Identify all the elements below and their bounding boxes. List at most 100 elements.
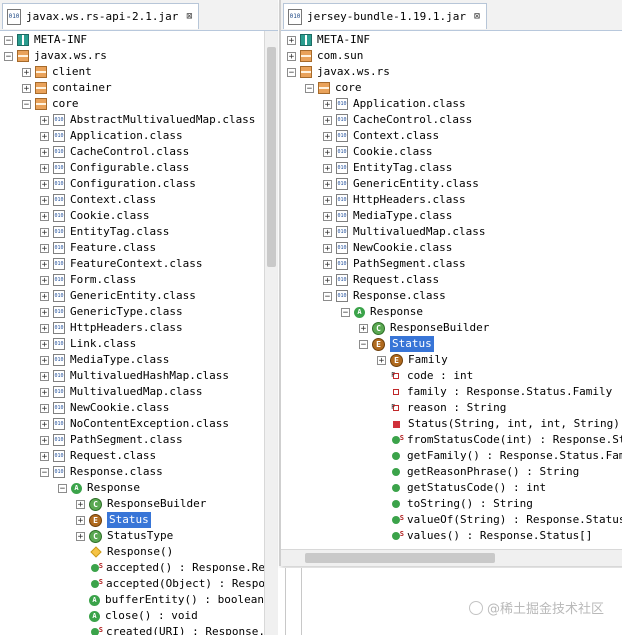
- scroll-thumb[interactable]: [305, 553, 495, 563]
- expand-toggle-icon[interactable]: +: [40, 323, 49, 334]
- expand-toggle-icon[interactable]: +: [323, 227, 332, 238]
- tree-row[interactable]: +com.sun: [287, 48, 363, 64]
- collapse-toggle-icon[interactable]: −: [22, 99, 31, 110]
- expand-toggle-icon[interactable]: +: [40, 179, 49, 190]
- expand-toggle-icon[interactable]: +: [76, 499, 85, 510]
- expand-toggle-icon[interactable]: +: [323, 195, 332, 206]
- expand-toggle-icon[interactable]: +: [323, 211, 332, 222]
- expand-toggle-icon[interactable]: +: [40, 451, 49, 462]
- collapse-toggle-icon[interactable]: −: [4, 51, 13, 62]
- expand-toggle-icon[interactable]: +: [40, 163, 49, 174]
- expand-toggle-icon[interactable]: +: [40, 371, 49, 382]
- tree-row[interactable]: −javax.ws.rs: [4, 48, 107, 64]
- expand-toggle-icon[interactable]: +: [323, 131, 332, 142]
- collapse-toggle-icon[interactable]: −: [4, 35, 13, 46]
- expand-toggle-icon[interactable]: +: [40, 275, 49, 286]
- tree-row[interactable]: getStatusCode() : int: [377, 480, 546, 496]
- tree-row[interactable]: +META-INF: [287, 32, 370, 48]
- expand-toggle-icon[interactable]: +: [40, 211, 49, 222]
- collapse-toggle-icon[interactable]: −: [305, 83, 314, 94]
- expand-toggle-icon[interactable]: +: [323, 259, 332, 270]
- expand-toggle-icon[interactable]: +: [40, 131, 49, 142]
- expand-toggle-icon[interactable]: +: [40, 147, 49, 158]
- expand-toggle-icon[interactable]: +: [377, 355, 386, 366]
- collapse-toggle-icon[interactable]: −: [341, 307, 350, 318]
- tree-row[interactable]: getReasonPhrase() : String: [377, 464, 579, 480]
- expand-toggle-icon[interactable]: +: [40, 339, 49, 350]
- tree-row[interactable]: Response(): [76, 544, 173, 560]
- tree-row[interactable]: accepted() : Response.Res: [76, 558, 272, 576]
- tree-row[interactable]: valueOf(String) : Response.Status: [377, 510, 622, 528]
- expand-toggle-icon[interactable]: +: [323, 179, 332, 190]
- close-icon[interactable]: ⊠: [186, 11, 193, 22]
- expand-toggle-icon[interactable]: +: [40, 355, 49, 366]
- expand-toggle-icon[interactable]: +: [287, 51, 296, 62]
- tree-row[interactable]: code : int: [377, 367, 473, 384]
- expand-toggle-icon[interactable]: +: [40, 291, 49, 302]
- expand-toggle-icon[interactable]: +: [359, 323, 368, 334]
- tree-row[interactable]: created(URI) : Response.R: [76, 622, 272, 635]
- tree-row[interactable]: family : Response.Status.Family: [377, 384, 612, 400]
- tree-row[interactable]: +container: [22, 80, 112, 96]
- collapse-toggle-icon[interactable]: −: [40, 467, 49, 478]
- tree-row[interactable]: values() : Response.Status[]: [377, 526, 592, 544]
- tree-row[interactable]: −core: [22, 96, 79, 112]
- tree-row[interactable]: getFamily() : Response.Status.Fami: [377, 448, 622, 464]
- tree-row[interactable]: −core: [305, 80, 362, 96]
- tree-row[interactable]: +client: [22, 64, 92, 80]
- expand-toggle-icon[interactable]: +: [287, 35, 296, 46]
- expand-toggle-icon[interactable]: +: [323, 147, 332, 158]
- collapse-toggle-icon[interactable]: −: [323, 291, 332, 302]
- tree-row[interactable]: reason : String: [377, 399, 506, 416]
- expand-toggle-icon[interactable]: +: [40, 243, 49, 254]
- tree-row[interactable]: accepted(Object) : Respor: [76, 574, 272, 592]
- tab-jersey-bundle[interactable]: 010 jersey-bundle-1.19.1.jar ⊠: [283, 3, 487, 29]
- close-icon[interactable]: ⊠: [473, 11, 480, 22]
- scroll-thumb[interactable]: [267, 47, 276, 267]
- expand-toggle-icon[interactable]: +: [40, 419, 49, 430]
- vertical-scrollbar[interactable]: [264, 31, 278, 635]
- collapse-toggle-icon[interactable]: −: [359, 339, 368, 350]
- tree-row[interactable]: toString() : String: [377, 496, 533, 512]
- expand-toggle-icon[interactable]: +: [22, 83, 31, 94]
- expand-toggle-icon[interactable]: +: [22, 67, 31, 78]
- expand-toggle-icon[interactable]: +: [40, 307, 49, 318]
- collapse-toggle-icon[interactable]: −: [287, 67, 296, 78]
- expand-toggle-icon[interactable]: +: [76, 531, 85, 542]
- expand-toggle-icon[interactable]: +: [40, 387, 49, 398]
